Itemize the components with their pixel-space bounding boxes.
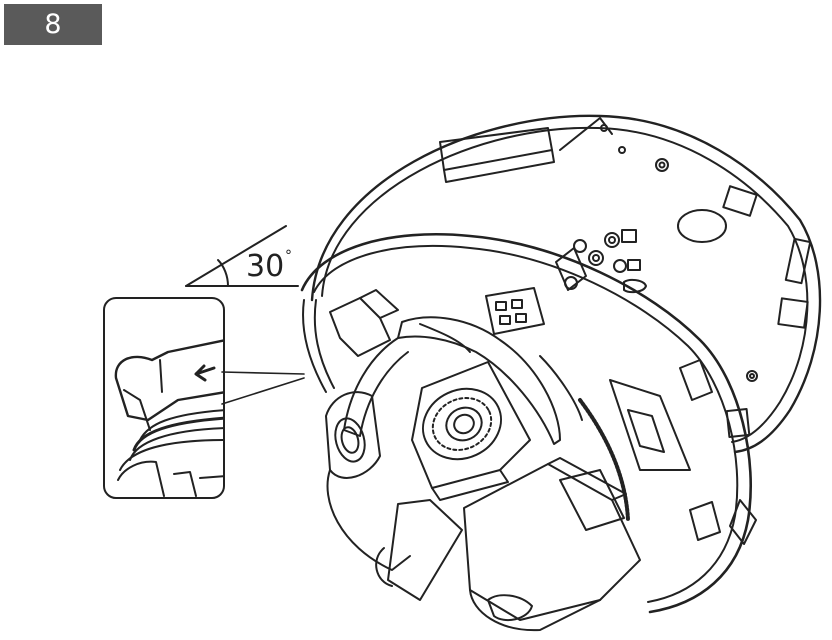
angle-value: 30 [246,249,284,284]
center-lens-assembly [411,361,531,501]
lower-lens-assembly [463,457,641,632]
pcb-board [485,287,545,335]
camera-inner-body [325,287,691,632]
left-lens-assembly [325,391,411,571]
dome-cover-ring [300,232,757,614]
camera-base-plate [310,114,822,454]
angle-indicator [185,225,299,287]
step-number: 8 [44,9,62,40]
angle-unit: ° [285,248,292,264]
detail-callout [103,297,305,499]
arrow-icon [194,364,216,382]
step-number-badge: 8 [4,4,102,45]
